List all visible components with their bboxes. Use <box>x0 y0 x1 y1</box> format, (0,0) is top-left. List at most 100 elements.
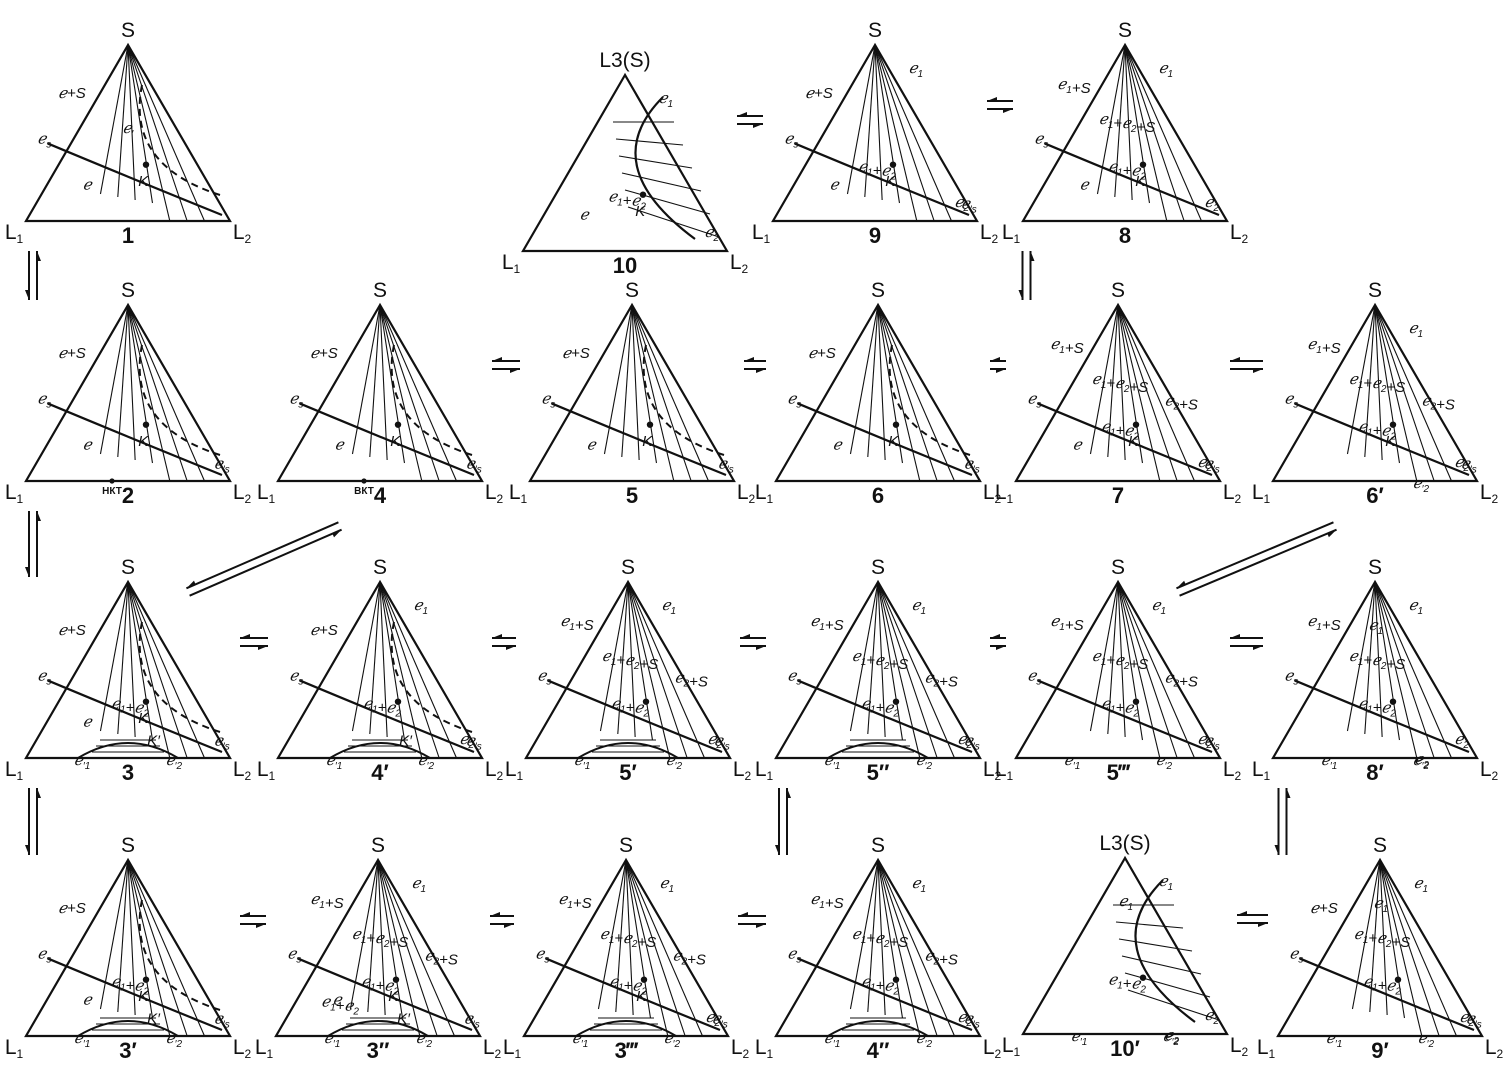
critical-point <box>892 421 900 428</box>
region-label: ℯ1 <box>1152 597 1166 617</box>
region-label: ℯ2+S <box>925 669 958 690</box>
region-label: K′ <box>147 733 161 750</box>
vertex-top-label: S <box>1368 556 1382 579</box>
tie-line <box>1124 44 1151 204</box>
region-label: ℯ′s <box>466 733 482 753</box>
tie-line <box>625 859 634 1016</box>
tie-line <box>625 859 704 1037</box>
diagram-number: 9 <box>869 223 881 248</box>
equilibrium-arrow <box>240 912 266 928</box>
tie-line <box>127 581 171 759</box>
region-label: ℯ1 <box>414 597 428 617</box>
vertex-right-label: L2 <box>1480 481 1499 506</box>
region-label: ℯs <box>787 946 801 966</box>
region-label: ℯ2+S <box>925 947 958 968</box>
tie-line <box>627 206 720 238</box>
vertex-right-label: L2 <box>983 1036 1002 1061</box>
diagram-number: 4 <box>374 483 387 508</box>
triangle-outline <box>276 579 484 760</box>
tie-line <box>1374 304 1453 482</box>
vertex-right-label: L2 <box>1223 758 1242 783</box>
region-label: ℯ1+ℯ2 <box>1108 972 1146 996</box>
critical-point <box>142 161 150 168</box>
vertex-right-label: L2 <box>233 758 252 783</box>
region-label: ℯ′s <box>718 456 734 476</box>
tie-line <box>1107 304 1119 458</box>
tie-line <box>1369 859 1381 1013</box>
region-label: ℯ′2 <box>416 1030 433 1050</box>
tie-line <box>127 304 206 482</box>
liquidus-boundary <box>797 402 973 477</box>
lower-gap-curve <box>577 742 679 759</box>
region-label: ℯ1+ℯ2+S <box>1354 926 1410 951</box>
equilibrium-arrow <box>25 788 41 855</box>
liquidus-boundary <box>1294 679 1470 754</box>
region-label: ℯ2 <box>1459 1009 1474 1029</box>
region-label: ℯ′s <box>464 1011 480 1031</box>
region-label: ℯ′ <box>123 120 135 140</box>
axis-point <box>361 478 367 484</box>
vertex-top-label: S <box>121 19 135 42</box>
equilibrium-arrow <box>490 912 514 928</box>
tie-line <box>631 304 658 464</box>
triangle-outline <box>1014 579 1222 760</box>
region-label: ℯ2 <box>1454 731 1469 751</box>
region-label: ℯ1+ℯ2+S <box>602 648 658 673</box>
diagram-number: 3″ <box>367 1038 390 1063</box>
tie-line <box>99 44 129 195</box>
tie-line <box>849 581 879 732</box>
triangle-outline <box>1021 855 1229 1036</box>
tie-line <box>1346 581 1376 732</box>
region-label: ℯ2 <box>957 1009 972 1029</box>
tie-line <box>127 581 154 741</box>
tie-line <box>1346 304 1376 455</box>
region-label: ℯ′2 <box>916 752 933 772</box>
region-label: ℯ1+ℯ2+S <box>852 926 908 951</box>
region-label: ℯ′1 <box>824 752 840 772</box>
region-label: ℯ′1 <box>324 1030 340 1050</box>
region-label: K′ <box>147 1011 161 1028</box>
triangle-outline <box>774 302 982 483</box>
equilibrium-arrow <box>990 634 1006 650</box>
region-label: K <box>138 710 149 727</box>
tie-line <box>603 304 633 455</box>
vertex-left-label: L1 <box>5 481 24 506</box>
region-label: ℯs <box>37 946 51 966</box>
axis-point <box>109 478 115 484</box>
tie-line <box>1127 989 1220 1021</box>
region-label: ℯ2 <box>954 194 969 214</box>
region-label: ℯ′1 <box>824 1030 840 1050</box>
region-label: ℯ2+S <box>1165 669 1198 690</box>
region-label: ℯ1+ℯ2 <box>1358 696 1396 720</box>
tie-line <box>127 581 206 759</box>
region-label: ℯ2 <box>1197 731 1212 751</box>
vertex-top-label: S <box>373 279 387 302</box>
tie-line <box>127 859 171 1037</box>
tie-line <box>867 859 879 1013</box>
vertex-left-label: L1 <box>1002 1034 1021 1059</box>
region-label: ℯ′2 <box>916 1030 933 1050</box>
vertex-left-label: L1 <box>995 758 1014 783</box>
liquidus-boundary <box>794 142 970 217</box>
equilibrium-arrow <box>775 788 791 855</box>
vertex-top-label: S <box>868 19 882 42</box>
vertex-left-label: L1 <box>752 221 771 246</box>
vertex-top-label: S <box>625 279 639 302</box>
vertex-top-label: S <box>871 834 885 857</box>
region-label: ℯ′s <box>964 1011 980 1031</box>
vertex-right-label: L2 <box>485 481 504 506</box>
vertex-left-label: L1 <box>257 758 276 783</box>
vertex-right-label: L2 <box>485 758 504 783</box>
region-label: ℯ1+ℯ2 <box>111 696 149 720</box>
triangle-outline <box>771 42 979 223</box>
dashed-binodal <box>138 621 221 733</box>
region-label: ℯ1 <box>1119 893 1133 913</box>
equilibrium-arrow <box>492 357 520 373</box>
region-label: ℯs <box>37 131 51 151</box>
diagram-number: 8 <box>1119 223 1131 248</box>
region-label: ℯ′s <box>1204 456 1220 476</box>
region-label: ℯ1+S <box>558 891 591 912</box>
region-label: ℯ1+ℯ2 <box>111 974 149 998</box>
